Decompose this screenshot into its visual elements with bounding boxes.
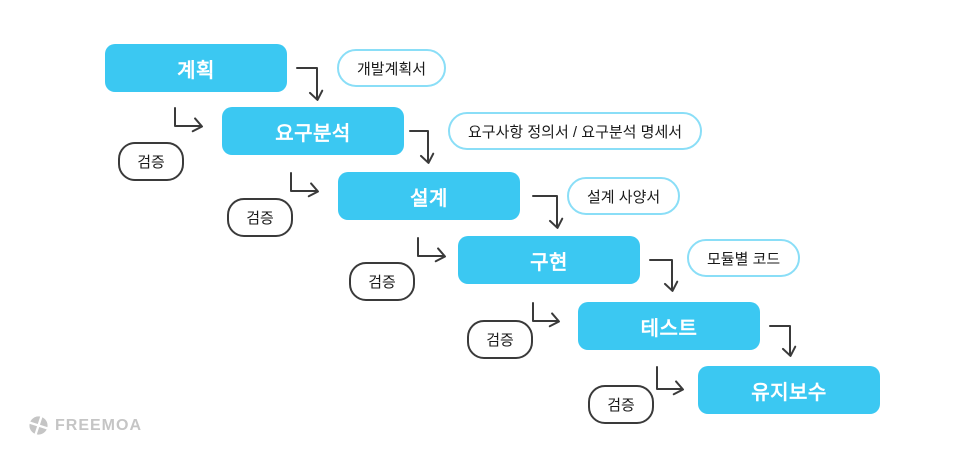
document-label: 모듈별 코드 [707, 250, 781, 268]
verify-arrow-into-implementation [417, 237, 446, 263]
flow-arrow-planning-to-requirements [296, 67, 324, 101]
verification-badge-4: 검증 [467, 320, 533, 359]
stage-label: 설계 [410, 187, 448, 210]
stage-label: 테스트 [640, 317, 698, 340]
brand-name: FREEMOA [55, 416, 142, 434]
stage-box-requirements: 요구분석 [222, 107, 404, 155]
verify-arrow-into-requirements [174, 107, 203, 133]
stage-box-planning: 계획 [105, 44, 287, 92]
stage-label: 구현 [530, 251, 568, 274]
stage-label: 요구분석 [275, 122, 351, 145]
stage-box-design: 설계 [338, 172, 520, 220]
brand-logo: FREEMOA [28, 415, 142, 436]
verification-badge-1: 검증 [118, 142, 184, 181]
verification-label: 검증 [486, 332, 514, 349]
freemoa-clover-icon [28, 415, 49, 436]
flow-arrow-requirements-to-design [409, 130, 435, 164]
verification-badge-2: 검증 [227, 198, 293, 237]
stage-box-implementation: 구현 [458, 236, 640, 284]
verify-arrow-into-maintenance [656, 366, 684, 396]
verification-label: 검증 [368, 274, 396, 291]
stage-label: 유지보수 [751, 381, 827, 404]
document-pill-development-plan: 개발계획서 [337, 49, 447, 87]
document-pill-requirements-spec: 요구사항 정의서 / 요구분석 명세서 [448, 112, 703, 150]
stage-box-maintenance: 유지보수 [698, 366, 880, 414]
document-pill-module-code: 모듈별 코드 [687, 239, 801, 277]
document-label: 설계 사양서 [587, 188, 661, 206]
verification-label: 검증 [246, 210, 274, 227]
document-label: 요구사항 정의서 / 요구분석 명세서 [468, 123, 683, 141]
verify-arrow-into-design [290, 172, 319, 198]
document-pill-design-spec: 설계 사양서 [567, 177, 681, 215]
document-label: 개발계획서 [357, 60, 427, 78]
verify-arrow-into-testing [532, 302, 560, 328]
flow-arrow-testing-to-maintenance [769, 325, 797, 357]
stage-box-testing: 테스트 [578, 302, 760, 350]
verification-label: 검증 [607, 397, 635, 414]
verification-badge-5: 검증 [588, 385, 654, 424]
verification-label: 검증 [137, 154, 165, 171]
verification-badge-3: 검증 [349, 262, 415, 301]
flow-arrow-implementation-to-testing [649, 259, 679, 292]
stage-label: 계획 [177, 59, 215, 82]
flow-arrow-design-to-implementation [532, 195, 564, 229]
